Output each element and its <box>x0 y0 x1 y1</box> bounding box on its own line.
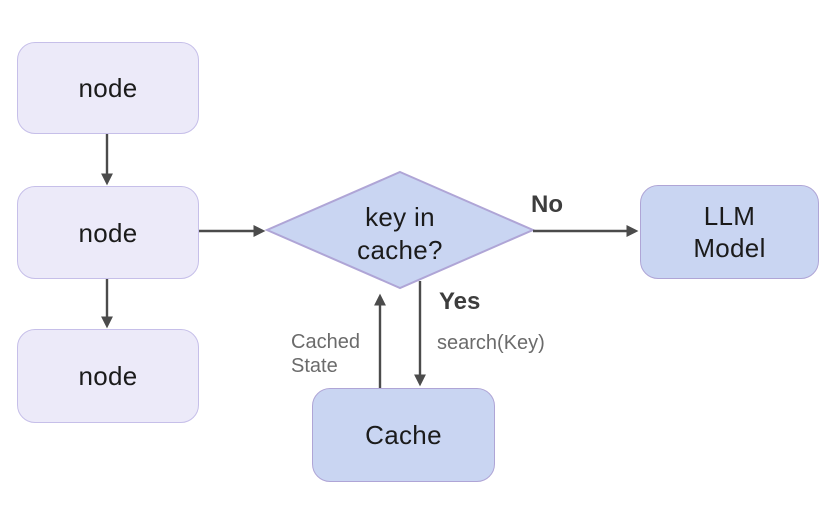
decision-diamond-label: key in cache? <box>320 201 480 267</box>
node-box-2: node <box>17 186 199 279</box>
node-box-1: node <box>17 42 199 134</box>
decision-label-line-1: key in <box>365 202 435 232</box>
llm-model-label-line-1: LLM <box>703 201 756 231</box>
cache-box: Cache <box>312 388 495 482</box>
llm-model-label-line-2: Model <box>693 233 766 263</box>
cache-box-label: Cache <box>365 420 442 450</box>
node-box-2-label: node <box>78 217 138 248</box>
node-box-3: node <box>17 329 199 423</box>
edge-note-cached-state-line-1: Cached <box>291 331 360 353</box>
decision-diamond-shape <box>264 170 536 290</box>
edge-note-cached-state-line-2: State <box>291 355 338 377</box>
decision-label-line-2: cache? <box>357 235 443 265</box>
llm-model-box: LLM Model <box>640 185 819 279</box>
edge-note-search-key: search(Key) <box>437 332 545 354</box>
edge-label-no: No <box>531 191 563 218</box>
edge-note-cached-state: Cached State <box>291 330 360 378</box>
node-box-3-label: node <box>78 361 138 391</box>
edge-label-yes: Yes <box>439 288 481 315</box>
node-box-1-label: node <box>78 73 138 103</box>
